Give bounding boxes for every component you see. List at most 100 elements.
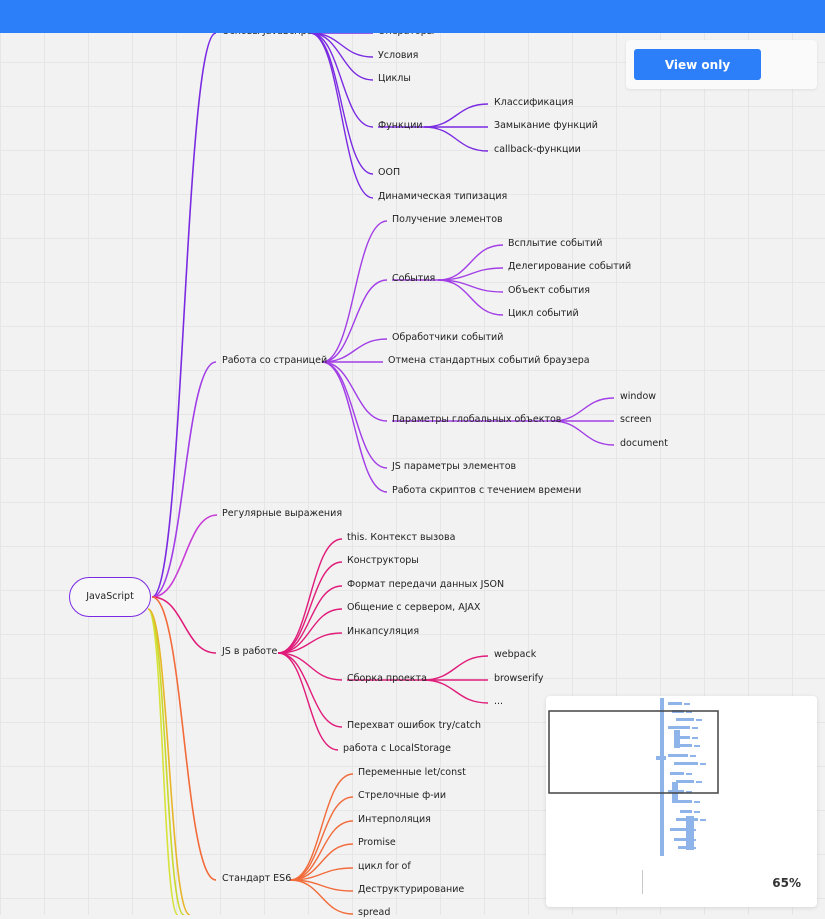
- minimap-block: [686, 816, 694, 850]
- work-child[interactable]: Формат передачи данных JSON: [347, 579, 505, 590]
- page-child[interactable]: Работа скриптов с течением времени: [392, 485, 582, 496]
- mindmap-edge: [151, 596, 217, 654]
- mindmap-edge: [147, 608, 191, 915]
- mindmap-edge: [147, 608, 185, 915]
- mindmap-edge: [277, 561, 343, 654]
- mindmap-edge: [321, 361, 388, 493]
- minimap-block: [684, 703, 690, 705]
- mindmap-edge: [289, 879, 354, 915]
- build-child[interactable]: ...: [494, 696, 504, 707]
- minimap-block: [694, 811, 700, 813]
- basics-child[interactable]: ООП: [378, 167, 401, 178]
- minimap-block: [692, 727, 698, 729]
- events-child[interactable]: Объект события: [508, 285, 591, 296]
- work-child[interactable]: работа с LocalStorage: [343, 743, 451, 754]
- events-child[interactable]: Цикл событий: [508, 308, 579, 319]
- minimap-block: [670, 772, 684, 775]
- minimap-block: [700, 763, 706, 765]
- functions-child[interactable]: Классификация: [494, 97, 574, 108]
- minimap-block: [690, 755, 696, 757]
- globals-child[interactable]: screen: [620, 414, 652, 425]
- minimap-block: [668, 754, 688, 757]
- globals-child[interactable]: window: [620, 391, 657, 402]
- build-child[interactable]: webpack: [494, 649, 537, 660]
- mindmap-edge: [277, 585, 343, 654]
- mindmap-edge: [309, 32, 374, 81]
- basics-child[interactable]: Функции: [378, 120, 423, 131]
- basics-child[interactable]: Условия: [378, 50, 419, 61]
- minimap-block: [696, 781, 702, 783]
- mindmap-edge: [277, 652, 343, 728]
- mindmap-edge: [423, 103, 489, 128]
- mindmap-edge: [151, 596, 217, 881]
- mindmap-edge: [277, 538, 343, 654]
- functions-child[interactable]: callback-функции: [494, 144, 581, 155]
- globals-child[interactable]: document: [620, 438, 668, 449]
- work-child[interactable]: Сборка проекта: [347, 673, 427, 684]
- mindmap-edge: [277, 608, 343, 654]
- root-node[interactable]: JavaScript: [69, 577, 151, 617]
- minimap-block: [686, 773, 692, 775]
- mindmap-edge: [277, 632, 343, 654]
- es6-child[interactable]: Promise: [358, 837, 396, 848]
- mindmap-edge: [437, 244, 504, 281]
- events-child[interactable]: Всплытие событий: [508, 238, 603, 249]
- mindmap-edge: [289, 820, 354, 881]
- minimap-block: [660, 698, 664, 856]
- work-child[interactable]: Конструкторы: [347, 555, 419, 566]
- mindmap-edge: [321, 279, 388, 363]
- view-mode-panel: View only: [626, 40, 817, 89]
- minimap[interactable]: 65%: [546, 696, 817, 907]
- branch-regex[interactable]: Регулярные выражения: [222, 508, 343, 519]
- mindmap-edge: [423, 126, 489, 152]
- mindmap-edge: [321, 361, 388, 469]
- minimap-block: [674, 762, 698, 765]
- minimap-block: [674, 730, 680, 748]
- basics-child[interactable]: Динамическая типизация: [378, 191, 508, 202]
- view-only-button[interactable]: View only: [634, 49, 761, 80]
- mindmap-edge: [422, 679, 489, 704]
- es6-child[interactable]: Переменные let/const: [358, 767, 466, 778]
- work-child[interactable]: Перехват ошибок try/catch: [347, 720, 482, 731]
- es6-child[interactable]: цикл for of: [358, 861, 411, 872]
- es6-child[interactable]: Стрелочные ф-ии: [358, 790, 447, 801]
- mindmap-edge: [151, 361, 217, 598]
- branch-work[interactable]: JS в работе: [222, 646, 278, 657]
- es6-child[interactable]: Интерполяция: [358, 814, 431, 825]
- mindmap-edge: [151, 32, 217, 598]
- build-child[interactable]: browserify: [494, 673, 544, 684]
- page-child[interactable]: Параметры глобальных объектов: [392, 414, 562, 425]
- minimap-block: [674, 736, 690, 739]
- minimap-block: [672, 782, 678, 800]
- mindmap-edge: [309, 32, 374, 128]
- mindmap-edge: [422, 655, 489, 681]
- page-child[interactable]: Отмена стандартных событий браузера: [388, 355, 590, 366]
- zoom-level: 65%: [772, 876, 801, 890]
- minimap-divider: [642, 870, 643, 894]
- minimap-block: [696, 719, 702, 721]
- mindmap-edge: [309, 32, 374, 175]
- minimap-block: [668, 726, 690, 729]
- page-child[interactable]: JS параметры элементов: [392, 461, 517, 472]
- mindmap-edge: [289, 796, 354, 881]
- work-child[interactable]: Общение с сервером, AJAX: [347, 602, 481, 613]
- events-child[interactable]: Делегирование событий: [508, 261, 632, 272]
- branch-page[interactable]: Работа со страницей: [222, 355, 328, 366]
- es6-child[interactable]: Деструктурирование: [358, 884, 465, 895]
- minimap-block: [674, 838, 688, 841]
- functions-child[interactable]: Замыкание функций: [494, 120, 598, 131]
- work-child[interactable]: Инкапсуляция: [347, 626, 420, 637]
- minimap-block: [680, 744, 692, 747]
- minimap-block: [656, 756, 666, 760]
- minimap-block: [548, 710, 719, 794]
- page-child[interactable]: Получение элементов: [392, 214, 503, 225]
- work-child[interactable]: this. Контекст вызова: [347, 532, 456, 543]
- page-child[interactable]: Обработчики событий: [392, 332, 504, 343]
- minimap-block: [678, 846, 688, 849]
- basics-child[interactable]: Циклы: [378, 73, 411, 84]
- branch-es6[interactable]: Стандарт ES6: [222, 873, 292, 884]
- es6-child[interactable]: spread: [358, 907, 391, 918]
- page-child[interactable]: События: [392, 273, 436, 284]
